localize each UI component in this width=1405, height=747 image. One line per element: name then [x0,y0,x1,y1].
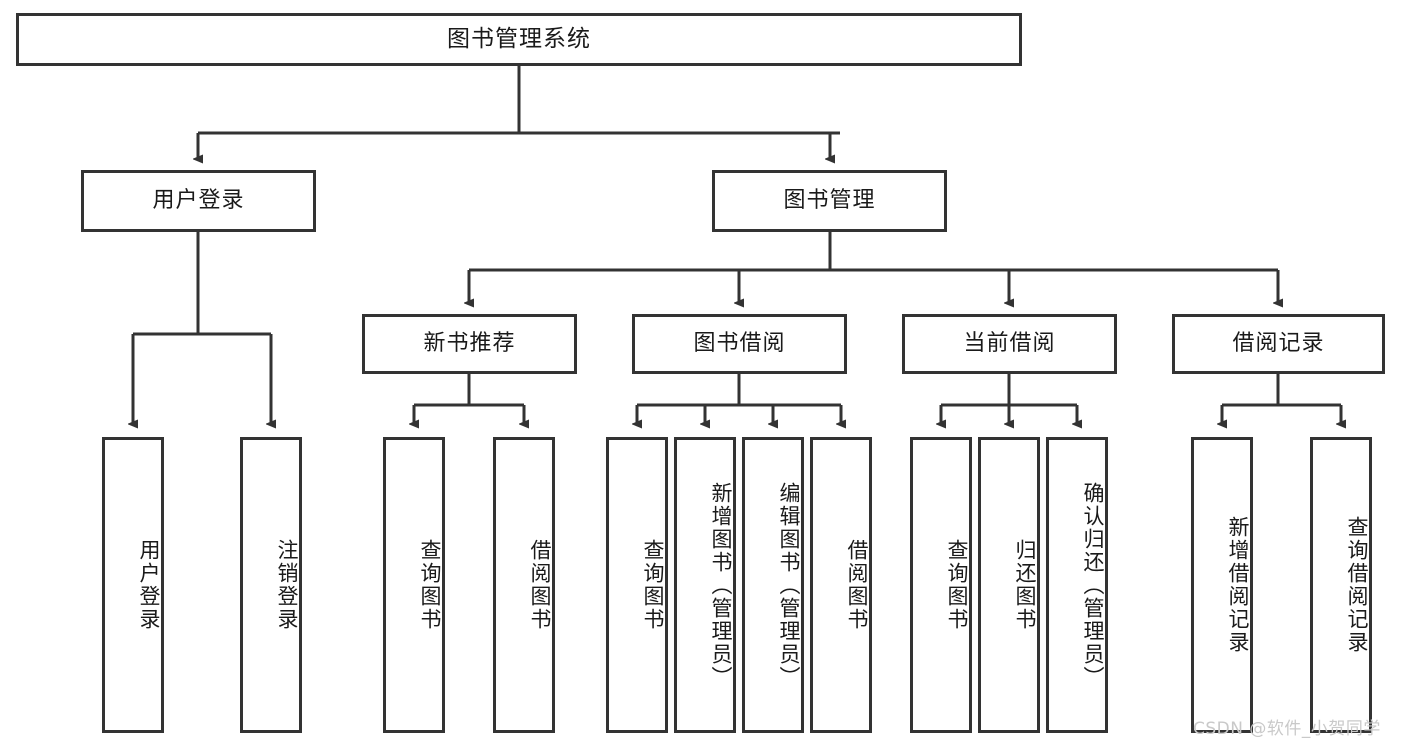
leaf-record-query-borrow-record[interactable]: 查询借阅记录 [1310,437,1372,733]
node-label: 新增借阅记录 [1226,516,1250,654]
node-label: 借阅图书 [845,539,869,631]
leaf-recommend-query-book[interactable]: 查询图书 [383,437,445,733]
node-label: 图书借阅 [693,330,786,356]
node-new-book-recommend[interactable]: 新书推荐 [362,314,577,374]
node-root-book-management-system[interactable]: 图书管理系统 [16,13,1022,66]
node-label: 图书管理 [783,187,876,213]
node-label: 确认归还（管理员） [1081,481,1105,689]
node-label: 查询图书 [418,539,442,631]
csdn-watermark: CSDN @软件_小贺同学 [1193,719,1381,739]
node-label: 用户登录 [137,539,161,631]
node-label: 查询借阅记录 [1345,516,1369,654]
leaf-borrow-borrow-book[interactable]: 借阅图书 [810,437,872,733]
node-current-borrow[interactable]: 当前借阅 [902,314,1117,374]
leaf-current-query-book[interactable]: 查询图书 [910,437,972,733]
node-label: 编辑图书（管理员） [777,481,801,689]
leaf-borrow-query-book[interactable]: 查询图书 [606,437,668,733]
node-label: 归还图书 [1013,539,1037,631]
node-label: 当前借阅 [963,330,1056,356]
node-label: 新增图书（管理员） [709,481,733,689]
node-book-management[interactable]: 图书管理 [712,170,947,232]
leaf-user-logout[interactable]: 注销登录 [240,437,302,733]
node-borrow-record[interactable]: 借阅记录 [1172,314,1385,374]
leaf-record-add-borrow-record[interactable]: 新增借阅记录 [1191,437,1253,733]
leaf-current-confirm-return-admin[interactable]: 确认归还（管理员） [1046,437,1108,733]
node-label: 新书推荐 [423,330,516,356]
leaf-current-return-book[interactable]: 归还图书 [978,437,1040,733]
node-label: 查询图书 [945,539,969,631]
leaf-recommend-borrow-book[interactable]: 借阅图书 [493,437,555,733]
node-label: 借阅图书 [528,539,552,631]
leaf-user-login[interactable]: 用户登录 [102,437,164,733]
node-label: 图书管理系统 [447,25,591,52]
leaf-borrow-edit-book-admin[interactable]: 编辑图书（管理员） [742,437,804,733]
node-book-borrow[interactable]: 图书借阅 [632,314,847,374]
node-user-login[interactable]: 用户登录 [81,170,316,232]
leaf-borrow-add-book-admin[interactable]: 新增图书（管理员） [674,437,736,733]
node-label: 注销登录 [275,539,299,631]
node-label: 借阅记录 [1232,330,1325,356]
node-label: 查询图书 [641,539,665,631]
node-label: 用户登录 [152,187,245,213]
